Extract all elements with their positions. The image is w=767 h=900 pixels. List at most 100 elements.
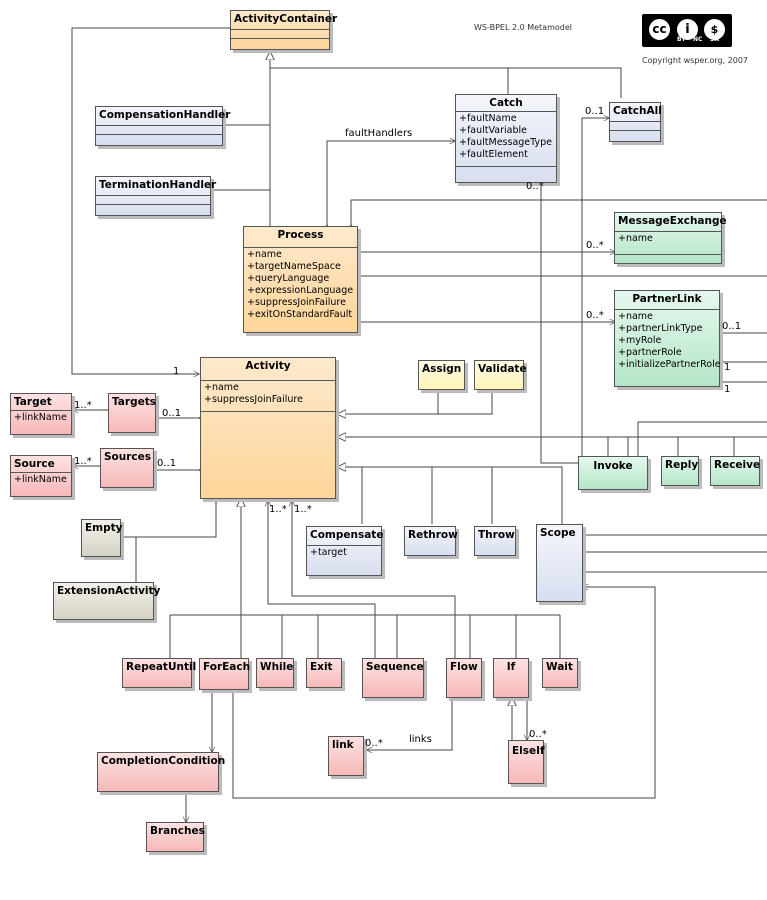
class-branches[interactable]: Branches [146, 822, 205, 852]
class-if[interactable]: If [493, 658, 529, 698]
attribute: +suppressJoinFailure [204, 394, 303, 405]
class-sources[interactable]: Sources [100, 448, 154, 488]
class-catch-all[interactable]: CatchAll [609, 102, 662, 142]
attribute: +myRole [618, 335, 662, 346]
class-name: CatchAll [613, 105, 662, 117]
multiplicity-activity-a: 1..* [269, 504, 287, 515]
class-name: Wait [546, 661, 573, 673]
class-name: Target [14, 396, 52, 408]
class-reply[interactable]: Reply [661, 456, 699, 486]
attribute: +queryLanguage [247, 273, 330, 284]
class-partner-link[interactable]: PartnerLink +name +partnerLinkType +myRo… [614, 290, 721, 387]
class-name: Receive [714, 459, 761, 471]
multiplicity-partner-link-r3: 1 [724, 384, 731, 395]
attribute: +linkName [14, 474, 67, 485]
class-name: ActivityContainer [234, 13, 338, 25]
multiplicity-else-if: 0..* [529, 729, 547, 740]
class-termination-handler[interactable]: TerminationHandler [95, 176, 217, 216]
label-fault-handlers: faultHandlers [345, 128, 413, 139]
class-rethrow[interactable]: Rethrow [404, 526, 458, 556]
multiplicity-catch: 0..* [526, 181, 544, 192]
class-extension-activity[interactable]: ExtensionActivity [53, 582, 160, 620]
attribute: +faultName [459, 113, 517, 124]
attribute: +expressionLanguage [247, 285, 354, 296]
attribute: +exitOnStandardFault [247, 309, 353, 320]
class-sequence[interactable]: Sequence [362, 658, 424, 698]
class-name: Process [277, 229, 324, 241]
class-name: Assign [422, 363, 462, 375]
class-attributes: +name +suppressJoinFailure [201, 381, 335, 407]
class-activity-container[interactable]: ActivityContainer [230, 10, 338, 50]
label-links: links [409, 734, 432, 745]
class-throw[interactable]: Throw [474, 526, 516, 556]
class-name: CompletionCondition [101, 755, 226, 767]
cc-icon: cc [647, 17, 672, 42]
creative-commons-license-icon: cc i $ BY NC SA [642, 14, 732, 47]
class-for-each[interactable]: ForEach [199, 658, 251, 690]
class-scope[interactable]: Scope [536, 524, 583, 602]
class-attributes: +name +targetNameSpace +queryLanguage +e… [244, 248, 357, 322]
class-name: TerminationHandler [99, 179, 217, 191]
class-else-if[interactable]: ElseIf [508, 740, 545, 784]
multiplicity-activity: 1 [173, 366, 180, 377]
class-link[interactable]: link [328, 736, 364, 776]
class-name: Throw [478, 529, 515, 541]
attribute: +partnerRole [618, 347, 682, 358]
class-name: Catch [489, 97, 523, 109]
multiplicity-activity-b: 1..* [294, 504, 312, 515]
class-activity[interactable]: Activity +name +suppressJoinFailure [200, 357, 336, 499]
class-source[interactable]: Source +linkName [10, 455, 72, 497]
attribute: +faultElement [459, 149, 528, 160]
diagram-title: WS-BPEL 2.0 Metamodel [474, 23, 572, 32]
attribute: +name [247, 249, 282, 260]
class-name: Validate [478, 363, 527, 375]
attribute: +faultVariable [459, 125, 527, 136]
class-completion-condition[interactable]: CompletionCondition [97, 752, 226, 792]
attribute: +partnerLinkType [618, 323, 703, 334]
class-repeat-until[interactable]: RepeatUntil [122, 658, 197, 688]
class-assign[interactable]: Assign [418, 360, 465, 390]
class-name: MessageExchange [618, 215, 727, 227]
class-name: PartnerLink [632, 293, 702, 305]
class-compensate[interactable]: Compensate +target [306, 526, 384, 576]
class-target[interactable]: Target +linkName [10, 393, 72, 435]
class-name: Empty [85, 522, 123, 534]
multiplicity-sources-1: 1..* [74, 456, 92, 467]
class-name: Scope [540, 527, 576, 539]
class-catch[interactable]: Catch +faultName +faultVariable +faultMe… [455, 94, 557, 183]
attribute: +name [204, 382, 239, 393]
class-name: link [332, 739, 354, 751]
multiplicity-catchall: 0..1 [585, 106, 605, 117]
class-wait[interactable]: Wait [542, 658, 578, 688]
multiplicity-partner-link-r1: 0..1 [722, 321, 742, 332]
class-while[interactable]: While [256, 658, 294, 688]
sa-label: SA [710, 36, 719, 43]
class-flow[interactable]: Flow [446, 658, 482, 698]
class-message-exchange[interactable]: MessageExchange +name [614, 212, 727, 264]
multiplicity-targets-2: 0..1 [162, 408, 182, 419]
class-name: Compensate [310, 529, 384, 541]
nc-icon: $ [702, 17, 727, 42]
class-attributes: +name +partnerLinkType +myRole +partnerR… [615, 310, 721, 372]
class-receive[interactable]: Receive [710, 456, 760, 486]
class-name: Targets [112, 396, 156, 408]
class-validate[interactable]: Validate [474, 360, 527, 390]
class-name: Activity [245, 360, 291, 372]
class-exit[interactable]: Exit [306, 658, 342, 688]
multiplicity-sources-2: 0..1 [157, 458, 177, 469]
class-name: Flow [450, 661, 478, 673]
class-compensation-handler[interactable]: CompensationHandler [95, 106, 231, 146]
class-name: Exit [310, 661, 333, 673]
attribute: +name [618, 311, 653, 322]
class-invoke[interactable]: Invoke [578, 456, 648, 490]
class-targets[interactable]: Targets [108, 393, 156, 433]
attribute: +targetNameSpace [247, 261, 341, 272]
class-name: CompensationHandler [99, 109, 231, 121]
class-empty[interactable]: Empty [81, 519, 123, 557]
class-name: ForEach [203, 661, 251, 673]
nc-label: NC [693, 36, 703, 43]
class-process[interactable]: Process +name +targetNameSpace +queryLan… [243, 226, 358, 333]
class-name: RepeatUntil [126, 661, 197, 673]
